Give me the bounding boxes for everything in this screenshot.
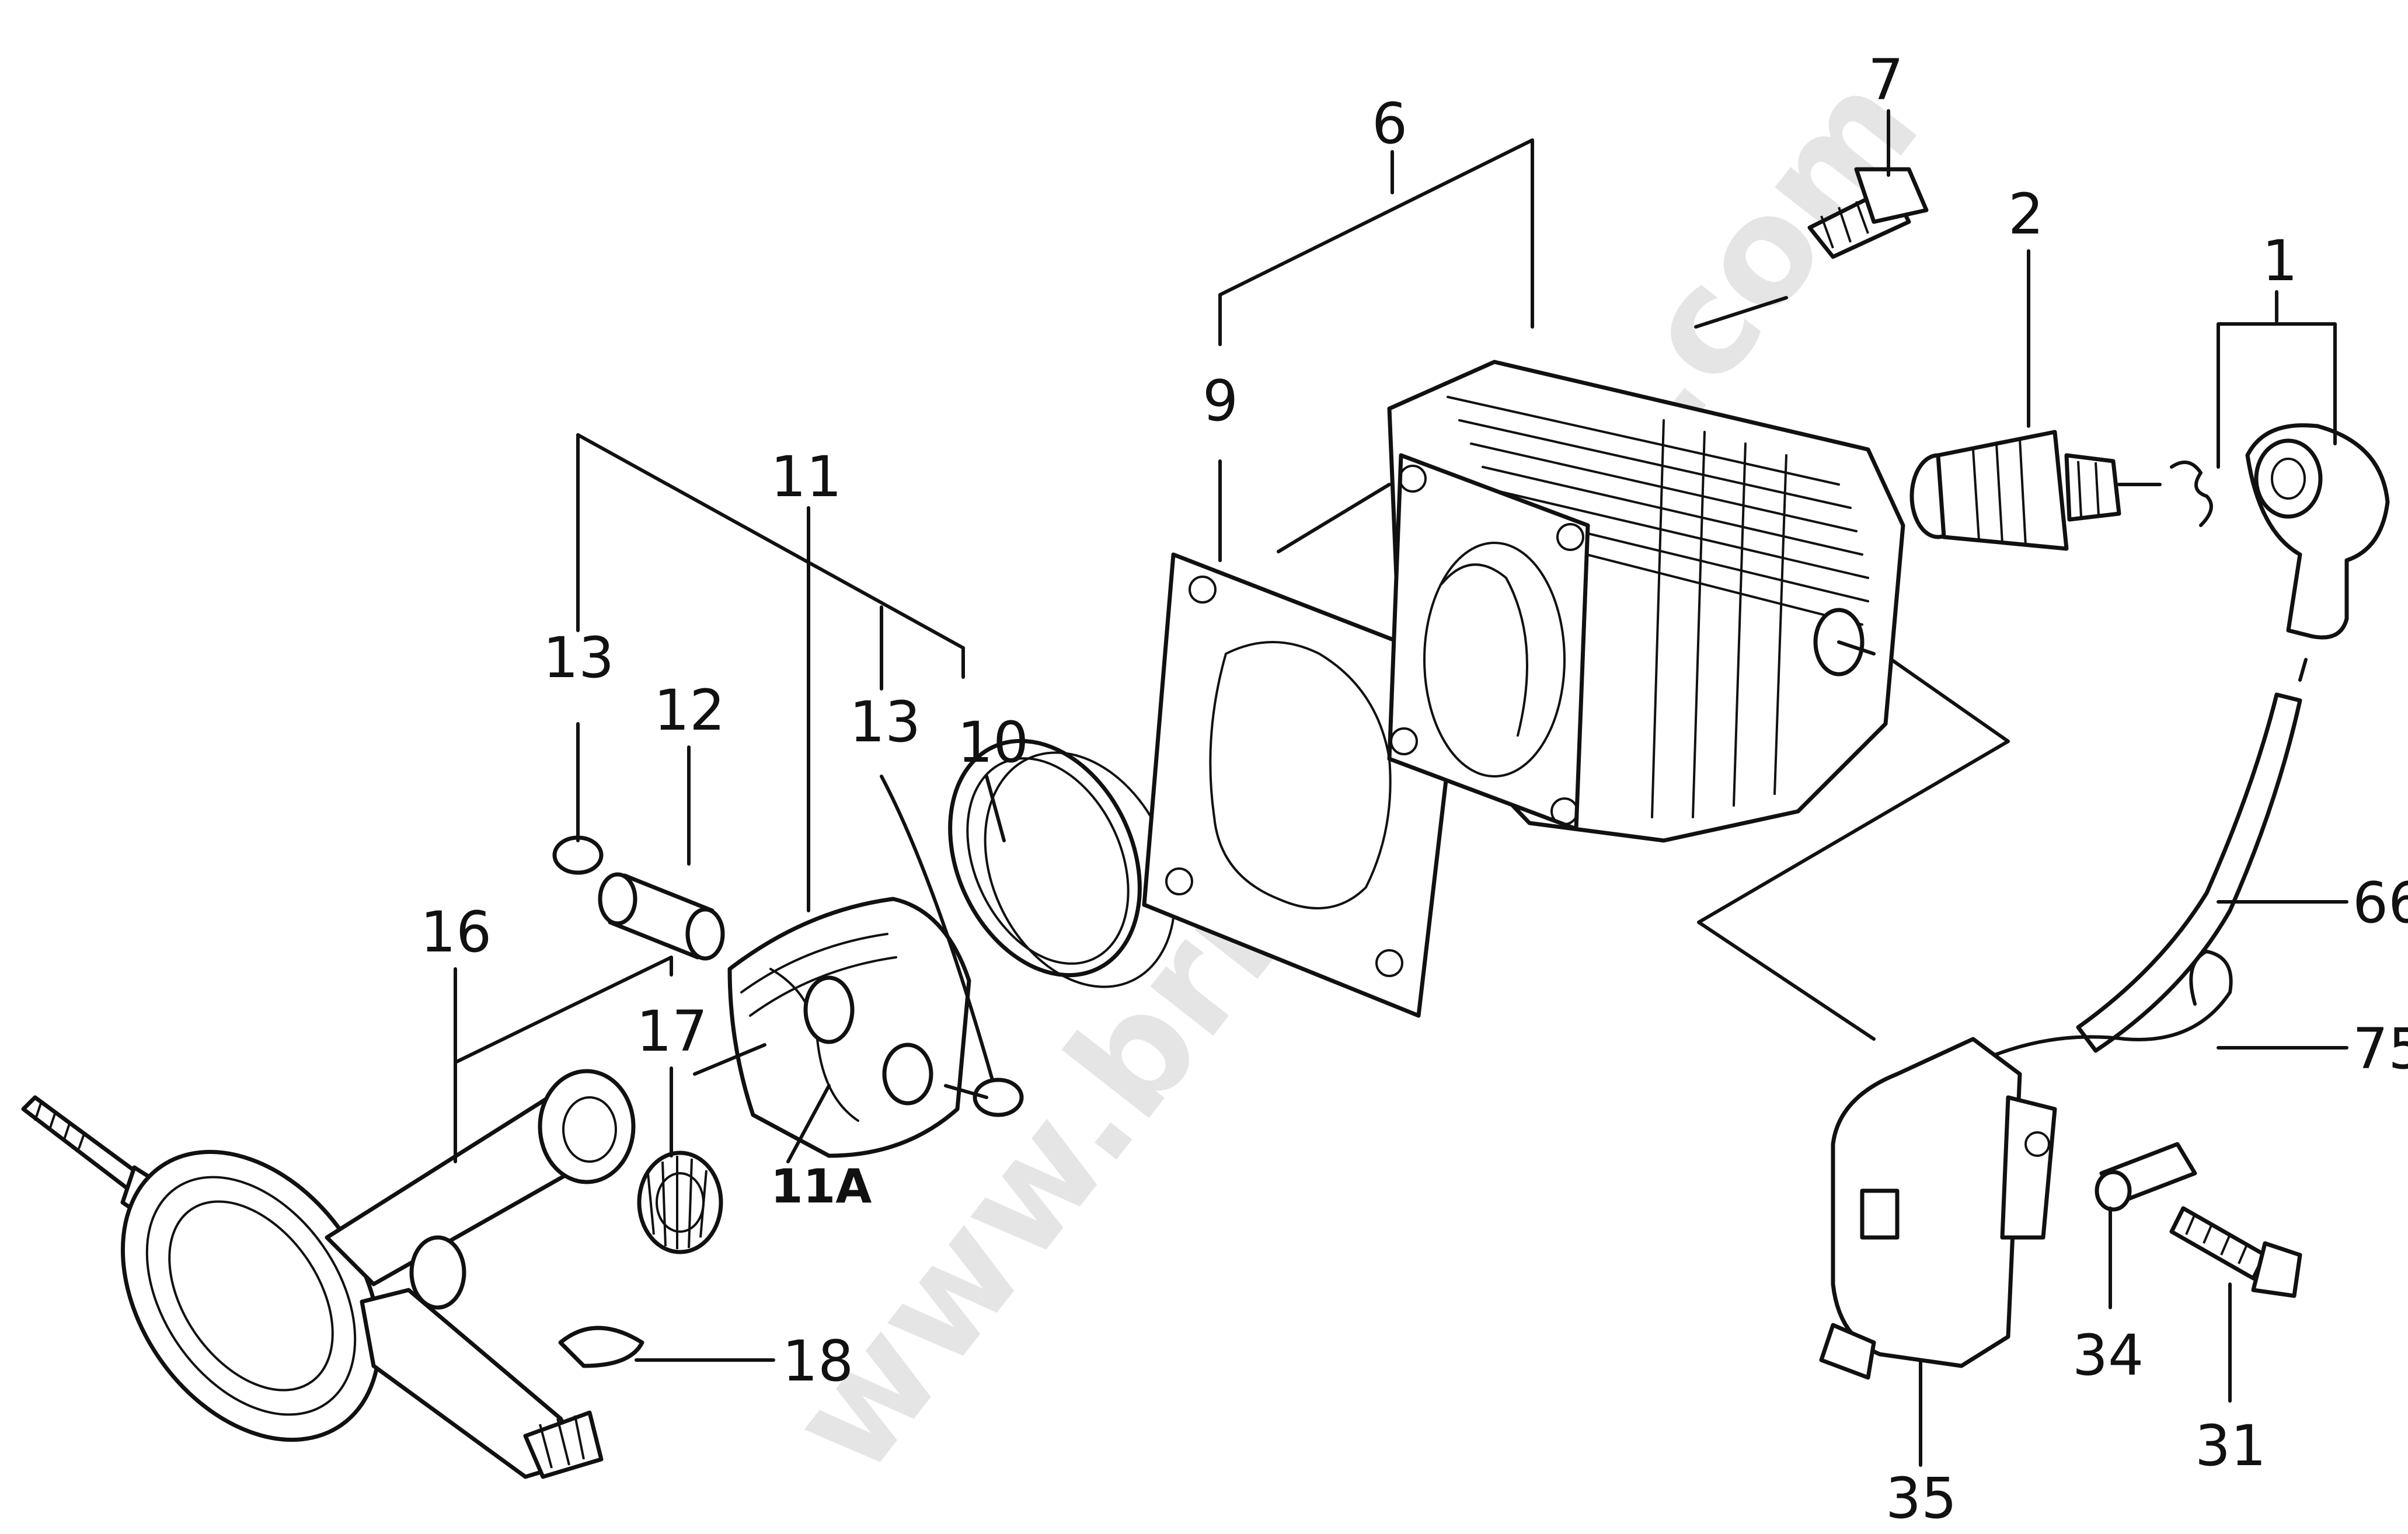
callout-17: 17 bbox=[636, 999, 708, 1064]
callout-11: 11 bbox=[771, 444, 842, 510]
callout-13-right: 13 bbox=[849, 689, 921, 755]
callout-7: 7 bbox=[1868, 47, 1904, 113]
cylinder-bolt bbox=[1807, 167, 1929, 259]
ground-clip bbox=[2095, 1142, 2197, 1212]
piston-pin bbox=[598, 872, 725, 961]
callout-16: 16 bbox=[420, 900, 492, 965]
spark-plug-cap bbox=[2245, 423, 2390, 640]
callout-13-left: 13 bbox=[543, 625, 614, 691]
woodruff-key bbox=[558, 1326, 644, 1368]
cylinder bbox=[1387, 360, 1905, 843]
callout-12: 12 bbox=[654, 678, 725, 743]
piston-rings bbox=[948, 738, 1176, 988]
ht-lead bbox=[2076, 692, 2302, 1053]
crankshaft bbox=[21, 1069, 636, 1479]
spark-plug bbox=[1909, 430, 2162, 551]
cylinder-gasket bbox=[1142, 552, 1462, 1018]
callout-9: 9 bbox=[1203, 368, 1238, 434]
circlip-right bbox=[973, 1078, 1024, 1117]
callout-31: 31 bbox=[2195, 1413, 2266, 1479]
needle-bearing bbox=[637, 1150, 723, 1254]
circlip-left bbox=[552, 835, 604, 875]
ignition-wire bbox=[1942, 950, 2233, 1082]
callout-6: 6 bbox=[1372, 91, 1407, 156]
callout-1: 1 bbox=[2262, 228, 2298, 294]
ignition-module bbox=[1819, 1037, 2057, 1380]
leader-lines bbox=[454, 109, 2348, 1467]
callout-11a: 11A bbox=[771, 1159, 872, 1214]
callout-18: 18 bbox=[782, 1329, 853, 1394]
callout-2: 2 bbox=[2008, 182, 2044, 247]
piston bbox=[727, 897, 971, 1158]
callout-10: 10 bbox=[957, 710, 1029, 775]
callout-34: 34 bbox=[2072, 1323, 2144, 1388]
callout-75: 75 bbox=[2353, 1016, 2408, 1082]
module-screw bbox=[2169, 1206, 2302, 1298]
callout-66: 66 bbox=[2353, 870, 2408, 936]
cap-spring bbox=[2170, 461, 2213, 527]
callout-35: 35 bbox=[1886, 1466, 1957, 1531]
